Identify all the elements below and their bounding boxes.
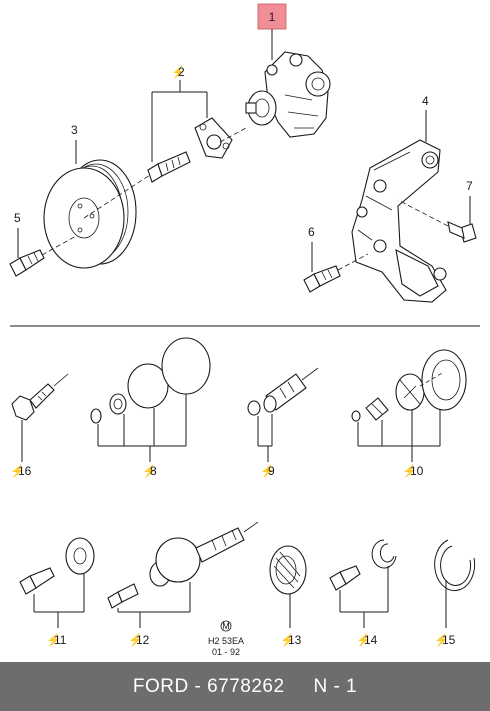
svg-text:⚡: ⚡ <box>434 633 449 647</box>
svg-text:01 - 92: 01 - 92 <box>212 647 240 657</box>
callout-14-number: 14 <box>364 633 378 647</box>
callout-2: ⚡ 2 <box>151 65 208 162</box>
mounting-plate-drawing <box>194 117 233 159</box>
shaft-12-drawing <box>107 521 259 609</box>
svg-text:⚡: ⚡ <box>260 464 275 478</box>
circlip-15-drawing <box>434 539 476 591</box>
rotor-kit-10-drawing <box>351 349 467 422</box>
callout-15-number: 15 <box>442 633 456 647</box>
svg-text:⚡: ⚡ <box>46 633 61 647</box>
union-fitting-9-drawing <box>247 367 319 416</box>
svg-text:⚡: ⚡ <box>128 633 143 647</box>
svg-text:⚡: ⚡ <box>280 633 295 647</box>
callout-4-number: 4 <box>422 94 429 108</box>
svg-text:⚡: ⚡ <box>171 65 186 79</box>
hose-fitting-16-drawing <box>11 373 69 421</box>
footer-part-number: FORD - 6778262 N - 1 <box>132 675 358 697</box>
bolt-2-drawing <box>147 151 191 183</box>
part-1-highlight <box>257 3 287 30</box>
svg-text:⚡: ⚡ <box>402 464 417 478</box>
seal-rings-8-drawing <box>90 337 211 424</box>
drawing-code: M H2 53EA 01 - 92 <box>208 620 244 657</box>
bolt-6-drawing <box>303 265 341 293</box>
mounting-bracket-drawing <box>351 139 447 303</box>
callout-3-number: 3 <box>71 123 78 137</box>
callout-10-number: 10 <box>410 464 424 478</box>
svg-text:⚡: ⚡ <box>142 464 157 478</box>
bolt-7-drawing <box>447 221 477 243</box>
callout-2-number: 2 <box>178 65 185 79</box>
svg-text:M: M <box>222 621 230 631</box>
callout-11-number: 11 <box>54 633 67 647</box>
svg-text:⚡: ⚡ <box>356 633 371 647</box>
footer-bar: FORD - 6778262 N - 1 <box>0 662 490 711</box>
callout-1-number: 1 <box>269 10 276 24</box>
callout-9-number: 9 <box>268 464 275 478</box>
callout-12-number: 12 <box>136 633 150 647</box>
pulley-drawing <box>43 159 137 269</box>
callout-16-number: 16 <box>18 464 32 478</box>
svg-text:⚡: ⚡ <box>10 464 25 478</box>
callout-13-number: 13 <box>288 633 302 647</box>
bolt-bearing-11-drawing <box>19 537 95 595</box>
callout-6-number: 6 <box>308 225 315 239</box>
callout-5-number: 5 <box>14 211 21 225</box>
needle-bearing-13-drawing <box>269 545 307 595</box>
parts-diagram: 1 ⚡ 2 3 <box>9 3 480 657</box>
svg-text:H2 53EA: H2 53EA <box>208 636 244 646</box>
bolt-clip-14-drawing <box>329 539 397 591</box>
power-steering-pump-drawing <box>245 51 331 138</box>
callout-7-number: 7 <box>466 179 473 193</box>
bolt-5-drawing <box>9 249 45 277</box>
callout-8-number: 8 <box>150 464 157 478</box>
